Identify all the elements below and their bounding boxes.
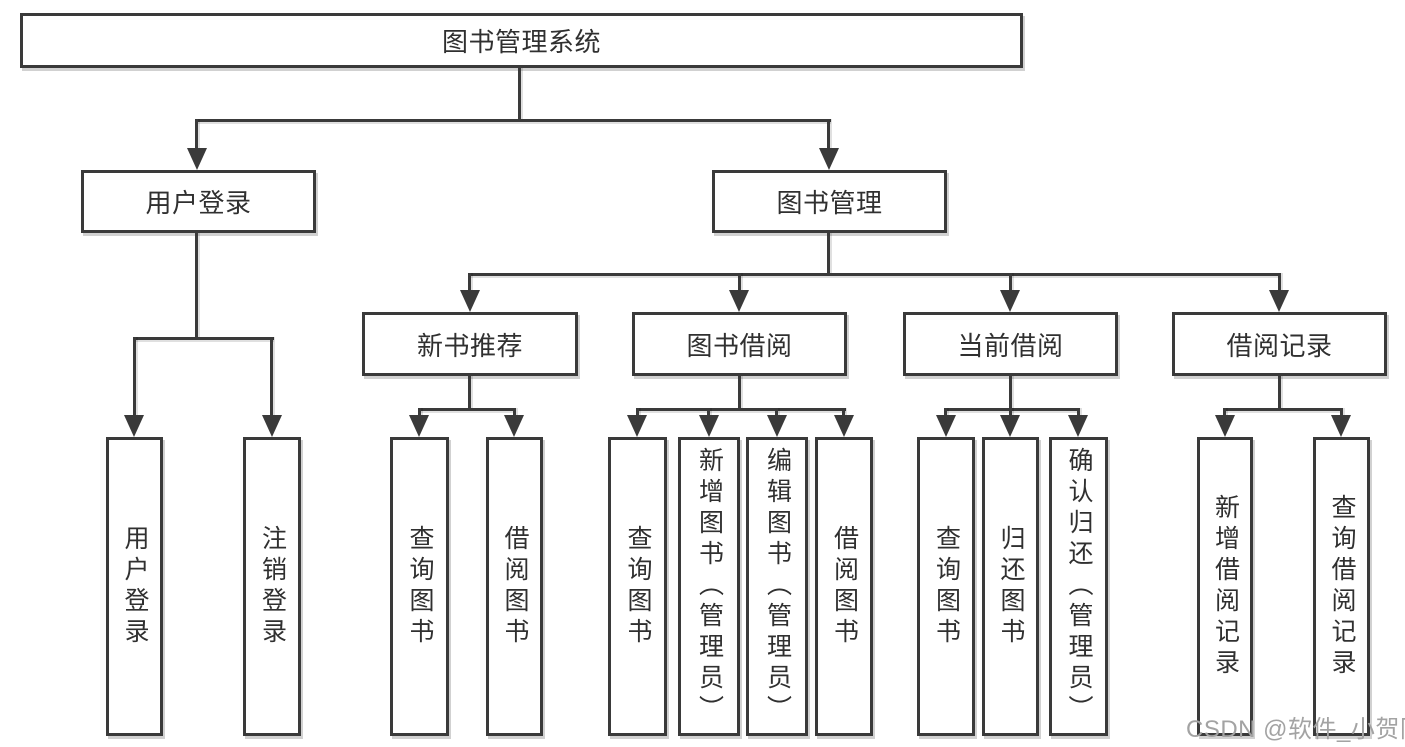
connector-line [775, 408, 778, 418]
connector-line [944, 408, 1080, 411]
node-book-borrowing: 图书借阅 [632, 312, 847, 376]
arrow-down-icon [409, 415, 429, 437]
connector-line [418, 408, 516, 411]
leaf-add-book-admin: 新增图书（管理员） [678, 437, 740, 736]
connector-line [738, 376, 741, 410]
connector-line [133, 337, 274, 340]
connector-line [944, 408, 947, 418]
leaf-borrow-books-recommend: 借阅图书 [486, 437, 543, 736]
arrow-down-icon [1331, 415, 1351, 437]
connector-line [468, 273, 1281, 276]
connector-line [196, 119, 831, 122]
arrow-down-icon [834, 415, 854, 437]
arrow-down-icon [767, 415, 787, 437]
connector-line [513, 408, 516, 418]
arrow-down-icon [1269, 290, 1289, 312]
leaf-logout: 注销登录 [243, 437, 301, 736]
connector-line [707, 408, 710, 418]
connector-line [133, 337, 136, 418]
connector-line [468, 376, 471, 410]
connector-line [1009, 273, 1012, 293]
connector-line [1009, 408, 1012, 418]
arrow-down-icon [1000, 290, 1020, 312]
connector-line [636, 408, 846, 411]
arrow-down-icon [460, 290, 480, 312]
arrow-down-icon [819, 148, 839, 170]
node-library-management-system: 图书管理系统 [20, 13, 1023, 68]
leaf-confirm-return-admin: 确认归还（管理员） [1049, 437, 1108, 736]
connector-line [195, 119, 198, 153]
leaf-borrow-books-borrowing: 借阅图书 [815, 437, 873, 736]
connector-line [842, 408, 845, 418]
arrow-down-icon [936, 415, 956, 437]
connector-line [636, 408, 639, 418]
arrow-down-icon [187, 148, 207, 170]
connector-line [1278, 376, 1281, 410]
connector-line [1340, 408, 1343, 418]
arrow-down-icon [1000, 415, 1020, 437]
connector-line [418, 408, 421, 418]
connector-line [468, 273, 471, 293]
arrow-down-icon [1068, 415, 1088, 437]
watermark: CSDN @软件_小贺同学 [1186, 716, 1405, 743]
connector-line [1278, 273, 1281, 293]
connector-line [1223, 408, 1343, 411]
arrow-down-icon [262, 415, 282, 437]
arrow-down-icon [729, 290, 749, 312]
arrow-down-icon [1215, 415, 1235, 437]
node-new-book-recommendation: 新书推荐 [362, 312, 578, 376]
node-current-borrowing: 当前借阅 [903, 312, 1118, 376]
node-book-management: 图书管理 [712, 170, 947, 233]
connector-line [827, 233, 830, 276]
connector-line [518, 68, 521, 121]
arrow-down-icon [699, 415, 719, 437]
arrow-down-icon [627, 415, 647, 437]
leaf-query-books-borrowing: 查询图书 [608, 437, 667, 736]
connector-line [195, 233, 198, 339]
connector-line [738, 273, 741, 293]
leaf-query-books-recommend: 查询图书 [390, 437, 449, 736]
connector-line [827, 119, 830, 153]
leaf-edit-book-admin: 编辑图书（管理员） [746, 437, 808, 736]
leaf-add-borrow-record: 新增借阅记录 [1197, 437, 1253, 736]
leaf-return-book: 归还图书 [982, 437, 1039, 736]
arrow-down-icon [504, 415, 524, 437]
arrow-down-icon [124, 415, 144, 437]
connector-line [1077, 408, 1080, 418]
connector-line [1009, 376, 1012, 410]
connector-line [1223, 408, 1226, 418]
node-user-login: 用户登录 [81, 170, 316, 233]
leaf-query-borrow-record: 查询借阅记录 [1313, 437, 1370, 736]
connector-line [270, 337, 273, 418]
leaf-user-login: 用户登录 [106, 437, 163, 736]
leaf-query-books-current: 查询图书 [917, 437, 975, 736]
node-borrowing-records: 借阅记录 [1172, 312, 1387, 376]
